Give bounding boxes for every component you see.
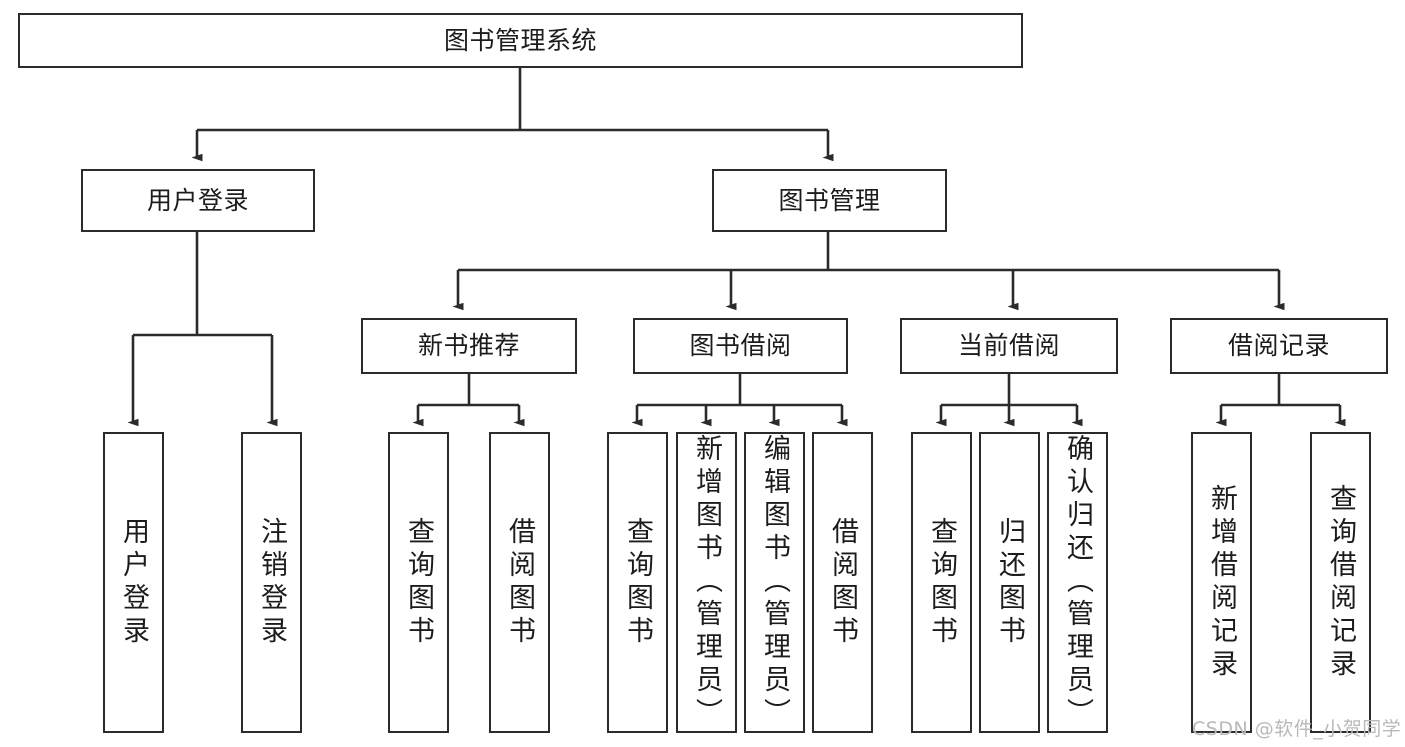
leaf-add-record[interactable]: 新增借阅记录 — [1191, 432, 1252, 733]
node-book-management-label: 图书管理 — [778, 185, 881, 215]
node-borrow-record-label: 借阅记录 — [1227, 331, 1330, 360]
node-new-book-recommend-label: 新书推荐 — [417, 331, 520, 360]
node-book-borrow[interactable]: 图书借阅 — [633, 318, 848, 374]
node-book-management[interactable]: 图书管理 — [712, 169, 947, 232]
leaf-borrow-book-1-label: 借阅图书 — [504, 516, 535, 649]
leaf-logout-login-label: 注销登录 — [256, 516, 287, 649]
leaf-edit-book[interactable]: 编辑图书（管理员） — [744, 432, 805, 733]
leaf-add-book[interactable]: 新增图书（管理员） — [676, 432, 737, 733]
leaf-confirm-return-label: 确认归还（管理员） — [1062, 434, 1093, 731]
leaf-add-record-label: 新增借阅记录 — [1206, 483, 1237, 682]
leaf-query-book-3-label: 查询图书 — [926, 516, 957, 649]
leaf-return-book[interactable]: 归还图书 — [979, 432, 1040, 733]
leaf-query-book-3[interactable]: 查询图书 — [911, 432, 972, 733]
leaf-query-book-2-label: 查询图书 — [622, 516, 653, 649]
node-book-borrow-label: 图书借阅 — [689, 331, 792, 360]
node-user-login[interactable]: 用户登录 — [81, 169, 315, 232]
leaf-query-book-1-label: 查询图书 — [403, 516, 434, 649]
leaf-return-book-label: 归还图书 — [994, 516, 1025, 649]
leaf-user-login-label: 用户登录 — [118, 516, 149, 649]
leaf-query-record[interactable]: 查询借阅记录 — [1310, 432, 1371, 733]
leaf-user-login[interactable]: 用户登录 — [103, 432, 164, 733]
leaf-query-book-1[interactable]: 查询图书 — [388, 432, 449, 733]
node-root[interactable]: 图书管理系统 — [18, 13, 1023, 68]
node-borrow-record[interactable]: 借阅记录 — [1170, 318, 1388, 374]
leaf-add-book-label: 新增图书（管理员） — [691, 434, 722, 731]
leaf-logout-login[interactable]: 注销登录 — [241, 432, 302, 733]
leaf-borrow-book-1[interactable]: 借阅图书 — [489, 432, 550, 733]
leaf-borrow-book-2-label: 借阅图书 — [827, 516, 858, 649]
node-new-book-recommend[interactable]: 新书推荐 — [361, 318, 577, 374]
node-root-label: 图书管理系统 — [443, 25, 597, 55]
node-current-borrow[interactable]: 当前借阅 — [900, 318, 1118, 374]
leaf-query-book-2[interactable]: 查询图书 — [607, 432, 668, 733]
leaf-confirm-return[interactable]: 确认归还（管理员） — [1047, 432, 1108, 733]
leaf-query-record-label: 查询借阅记录 — [1325, 483, 1356, 682]
leaf-edit-book-label: 编辑图书（管理员） — [759, 434, 790, 731]
watermark-text: CSDN @软件_小贺同学 — [1192, 718, 1402, 740]
leaf-borrow-book-2[interactable]: 借阅图书 — [812, 432, 873, 733]
node-user-login-label: 用户登录 — [146, 185, 249, 215]
node-current-borrow-label: 当前借阅 — [957, 331, 1060, 360]
